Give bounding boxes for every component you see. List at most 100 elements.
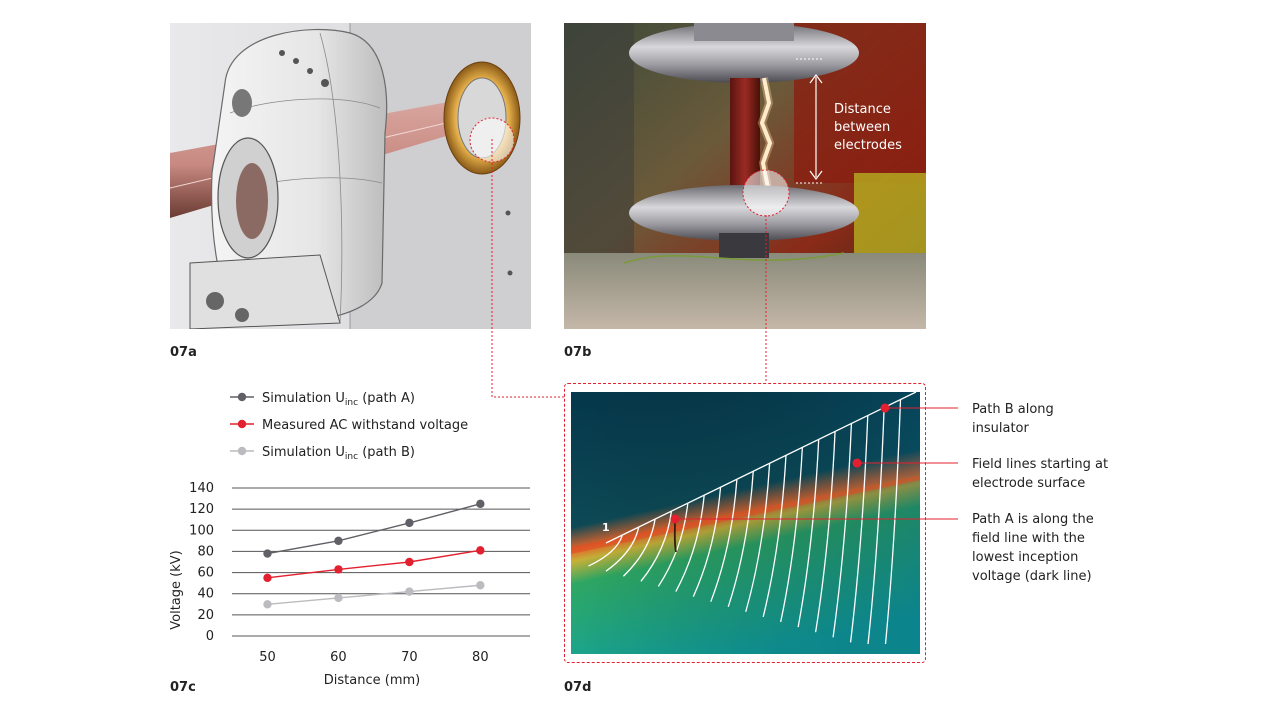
y-tick-label: 80 bbox=[197, 544, 214, 559]
path-a-marker bbox=[670, 514, 680, 524]
legend-label: Simulation Uinc (path A) bbox=[262, 391, 415, 408]
y-axis-label: Voltage (kV) bbox=[169, 550, 184, 629]
legend-label-subscript: inc bbox=[345, 452, 358, 462]
field-line bbox=[692, 487, 722, 597]
field-line bbox=[588, 534, 623, 567]
figure-label-07a: 07a bbox=[170, 345, 197, 360]
marker-label-1: 1 bbox=[602, 521, 610, 534]
cad-render-image bbox=[169, 23, 531, 330]
y-tick-label: 0 bbox=[206, 629, 214, 644]
y-tick-label: 120 bbox=[189, 502, 214, 517]
series-2 bbox=[263, 546, 485, 583]
annotation-line: insulator bbox=[972, 421, 1029, 436]
series-1 bbox=[263, 499, 485, 558]
legend-entry: Simulation Uinc (path B) bbox=[230, 445, 415, 462]
data-point bbox=[476, 546, 485, 555]
data-point bbox=[476, 581, 485, 590]
field-line bbox=[884, 399, 902, 645]
data-point bbox=[263, 600, 272, 609]
annotation-path-b: Path B along insulator bbox=[972, 400, 1054, 438]
series-line bbox=[267, 549, 481, 579]
field-line bbox=[832, 423, 853, 638]
legend-swatch-dot bbox=[237, 446, 247, 456]
distance-annotation-line: electrodes bbox=[834, 138, 902, 153]
photo-07b: Distance between electrodes bbox=[564, 23, 926, 329]
distance-annotation-line: Distance bbox=[834, 102, 891, 117]
legend-entry: Simulation Uinc (path A) bbox=[230, 391, 415, 408]
y-tick-label: 20 bbox=[197, 608, 214, 623]
field-line bbox=[710, 479, 738, 602]
data-point bbox=[263, 573, 272, 583]
y-tick-label: 40 bbox=[197, 587, 214, 602]
field-line bbox=[762, 455, 787, 618]
annotation-line: electrode surface bbox=[972, 476, 1086, 491]
series-3 bbox=[263, 581, 485, 609]
chart-legend: Simulation Uinc (path A)Measured AC with… bbox=[230, 391, 468, 462]
annotation-line: field line with the bbox=[972, 531, 1085, 546]
legend-entry: Measured AC withstand voltage bbox=[230, 418, 468, 433]
data-point bbox=[405, 557, 414, 567]
figure-label-07c: 07c bbox=[170, 680, 196, 695]
field-simulation-plot: 1 bbox=[571, 392, 920, 654]
data-point bbox=[405, 518, 414, 528]
field-line bbox=[867, 407, 885, 645]
field-line bbox=[640, 511, 673, 582]
legend-label-suffix: (path A) bbox=[358, 391, 415, 406]
data-point bbox=[476, 499, 485, 509]
field-line bbox=[780, 447, 803, 623]
legend-label-main: Simulation U bbox=[262, 391, 345, 406]
x-tick-label: 70 bbox=[401, 650, 418, 665]
distance-annotation: Distance between electrodes bbox=[834, 101, 902, 155]
voltage-chart: Simulation Uinc (path A)Measured AC with… bbox=[169, 391, 530, 688]
field-line bbox=[797, 439, 820, 628]
data-point bbox=[405, 587, 414, 596]
chart-series bbox=[263, 499, 485, 609]
annotation-line: Path A is along the bbox=[972, 512, 1094, 527]
electrode-photo-image bbox=[564, 23, 926, 329]
x-axis-label: Distance (mm) bbox=[324, 673, 420, 688]
field-line bbox=[745, 463, 771, 613]
field-plot-frame bbox=[564, 383, 926, 663]
data-point bbox=[263, 549, 272, 558]
y-tick-label: 100 bbox=[189, 523, 214, 538]
legend-label-main: Simulation U bbox=[262, 445, 345, 460]
path-b-marker bbox=[880, 403, 890, 413]
annotation-line: voltage (dark line) bbox=[972, 569, 1092, 584]
field-line bbox=[622, 518, 656, 577]
annotation-line: lowest inception bbox=[972, 550, 1079, 565]
y-tick-labels: 0 20 40 60 80 100 120 140 bbox=[189, 481, 214, 644]
annotation-field-lines: Field lines starting at electrode surfac… bbox=[972, 455, 1108, 493]
legend-label: Measured AC withstand voltage bbox=[262, 418, 468, 433]
field-lines bbox=[588, 399, 902, 645]
chart-grid bbox=[232, 487, 530, 637]
legend-swatch-dot bbox=[237, 392, 247, 402]
legend-label-subscript: inc bbox=[345, 398, 358, 408]
annotation-path-a: Path A is along the field line with the … bbox=[972, 510, 1094, 586]
data-point bbox=[334, 593, 343, 603]
field-line-marker bbox=[852, 458, 862, 468]
legend-label-main: Measured AC withstand voltage bbox=[262, 418, 468, 433]
data-point bbox=[334, 536, 343, 546]
x-tick-label: 80 bbox=[472, 650, 489, 665]
y-tick-label: 60 bbox=[197, 566, 214, 581]
y-tick-label: 140 bbox=[189, 481, 214, 496]
series-line bbox=[267, 503, 481, 555]
x-tick-label: 50 bbox=[259, 650, 276, 665]
legend-label-suffix: (path B) bbox=[358, 445, 415, 460]
series-line bbox=[267, 584, 481, 605]
field-line bbox=[605, 526, 640, 572]
x-tick-label: 60 bbox=[330, 650, 347, 665]
figure-label-07d: 07d bbox=[564, 680, 592, 695]
figure-label-07b: 07b bbox=[564, 345, 592, 360]
field-line bbox=[814, 431, 836, 633]
field-line bbox=[849, 415, 869, 643]
legend-label: Simulation Uinc (path B) bbox=[262, 445, 415, 462]
legend-swatch-dot bbox=[237, 419, 247, 429]
x-tick-labels: 50 60 70 80 bbox=[259, 650, 488, 665]
data-point bbox=[334, 565, 343, 574]
field-line bbox=[727, 471, 754, 607]
distance-annotation-line: between bbox=[834, 120, 891, 135]
annotation-line: Path B along bbox=[972, 402, 1054, 417]
annotation-line: Field lines starting at bbox=[972, 457, 1109, 472]
field-line bbox=[675, 495, 705, 592]
